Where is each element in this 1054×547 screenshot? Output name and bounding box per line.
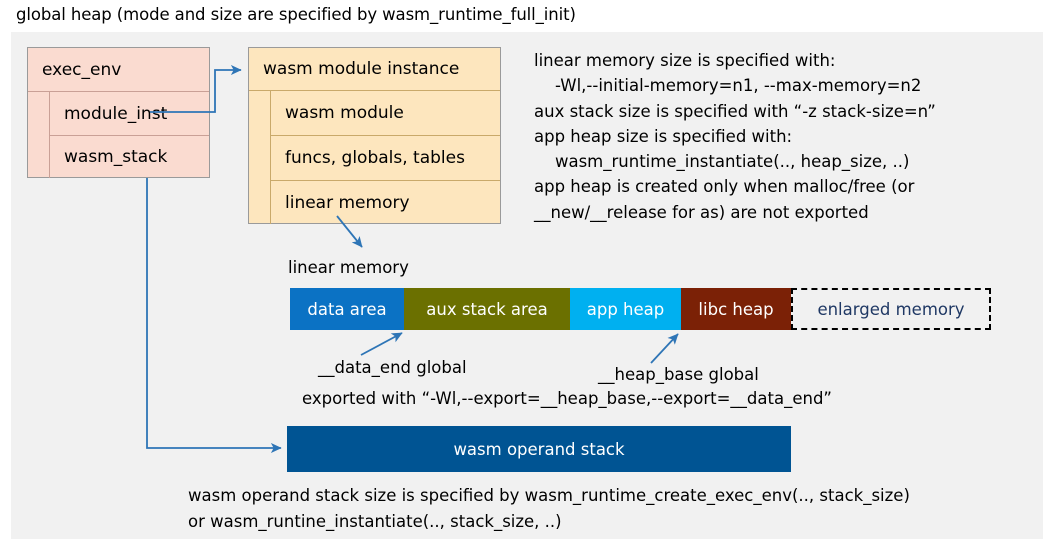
wasm-module-instance-header: wasm module instance <box>249 48 500 91</box>
memory-segment-libc-heap: libc heap <box>681 288 791 330</box>
export-flags-annotation: exported with “-Wl,--export=__heap_base,… <box>302 389 832 408</box>
data-end-annotation: __data_end global <box>318 358 467 377</box>
wasm-operand-stack-bar: wasm operand stack <box>287 426 791 472</box>
memory-segment-app-heap: app heap <box>570 288 681 330</box>
memory-segment-label: app heap <box>586 299 665 319</box>
linear-memory-label: linear memory <box>288 258 409 277</box>
page-title: global heap (mode and size are specified… <box>16 5 576 24</box>
exec-env-header: exec_env <box>28 48 209 92</box>
exec-env-gutter <box>28 92 50 178</box>
memory-segment-label: aux stack area <box>426 299 548 319</box>
wmi-field-wasm-module: wasm module <box>271 91 500 136</box>
exec-env-box: exec_env module_inst wasm_stack <box>27 47 210 178</box>
memory-segment-label: enlarged memory <box>817 299 965 319</box>
wmi-field-linear-memory: linear memory <box>285 192 410 213</box>
exec-env-field-module-inst: module_inst <box>50 92 209 136</box>
heap-base-annotation: __heap_base global <box>598 365 759 384</box>
wasm-module-instance-gutter <box>249 91 271 224</box>
wasm-module-instance-box: wasm module instance wasm module funcs, … <box>248 47 501 224</box>
wmi-field-funcs-globals-tables: funcs, globals, tables <box>271 136 500 181</box>
exec-env-field-wasm-stack: wasm_stack <box>64 147 168 167</box>
memory-segment-label: data area <box>307 299 387 319</box>
memory-segment-aux-stack-area: aux stack area <box>404 288 570 330</box>
operand-stack-note: wasm operand stack size is specified by … <box>188 486 910 531</box>
linear-memory-bar: data area aux stack area app heap libc heap… <box>290 288 991 330</box>
memory-segment-data-area: data area <box>290 288 404 330</box>
memory-segment-label: libc heap <box>698 299 774 319</box>
memory-segment-enlarged-memory: enlarged memory <box>791 288 991 330</box>
memory-config-note: linear memory size is specified with: -W… <box>534 51 936 222</box>
